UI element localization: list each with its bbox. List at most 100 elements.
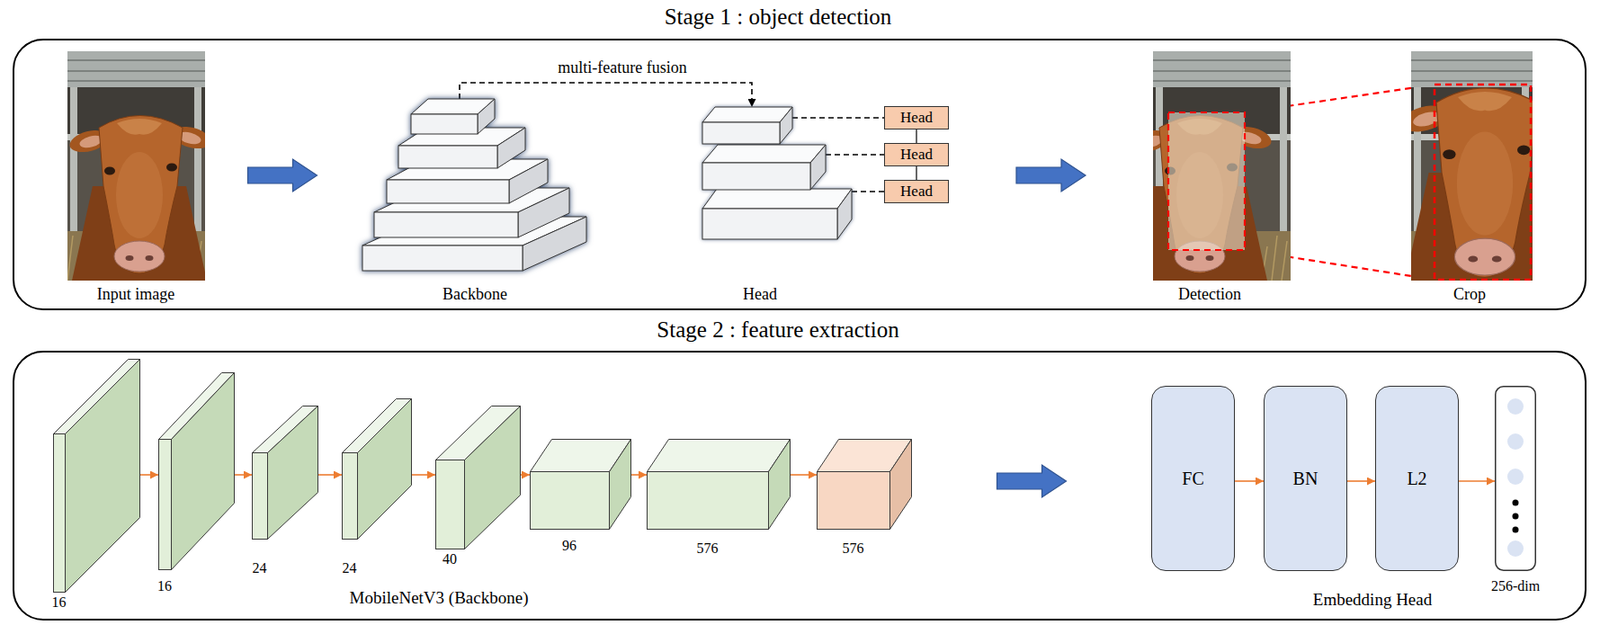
drawing-part	[159, 439, 172, 571]
part-label: MobileNetV3 (Backbone)	[349, 588, 529, 609]
backbone-drawing	[359, 94, 590, 275]
connector	[851, 190, 885, 193]
drawing-part	[609, 439, 632, 530]
drawing-part	[1186, 255, 1195, 261]
embedding-layer: L2	[1375, 385, 1459, 572]
input-image: Input image	[67, 51, 206, 308]
drawing-part	[518, 187, 570, 238]
connector	[915, 166, 917, 180]
drawing-part	[1271, 235, 1278, 281]
drawing-part	[1153, 59, 1291, 62]
head-box: Head	[884, 106, 949, 130]
caption: 576	[842, 539, 865, 557]
drawing-part	[509, 159, 548, 204]
connector	[792, 116, 885, 119]
drawing-part	[530, 439, 632, 530]
block-arrow	[1016, 159, 1086, 192]
drawing-part	[1411, 88, 1533, 281]
detect-drawing	[1153, 51, 1291, 281]
drawing-part	[1512, 500, 1520, 507]
drawing-part	[647, 439, 791, 530]
drawing-part	[436, 406, 521, 550]
box-label: Head	[900, 108, 933, 127]
drawing-part	[1153, 51, 1291, 281]
block-arrow	[997, 464, 1067, 498]
head-box: Head	[884, 143, 949, 167]
drawing-part	[67, 235, 73, 281]
feature-block: 576	[646, 438, 790, 560]
crop-drawing	[1411, 51, 1533, 281]
drawing-part	[67, 51, 206, 88]
drawing-part	[464, 406, 521, 550]
connector	[1347, 480, 1376, 483]
drawing-part	[411, 114, 478, 135]
embedding-vector: 256-dim	[1494, 385, 1537, 598]
drawing-part	[1507, 433, 1524, 450]
drawing-part	[436, 460, 465, 550]
drawing-part	[817, 472, 891, 530]
caption: Input image	[97, 285, 175, 305]
drawing-part	[268, 406, 319, 540]
connector	[915, 129, 917, 144]
embedding-layer: BN	[1263, 385, 1348, 572]
drawing-part	[114, 241, 165, 272]
drawing-part	[116, 118, 162, 135]
drawing-part	[1411, 80, 1533, 82]
drawing-part	[1281, 241, 1288, 281]
connector	[459, 82, 752, 108]
cuboid	[158, 372, 235, 571]
drawing-part	[1411, 51, 1533, 281]
cuboid	[435, 405, 521, 550]
drawing-part	[497, 127, 526, 169]
drawing-part	[1411, 59, 1533, 62]
drawing-part	[1442, 149, 1456, 160]
cuboid	[53, 358, 141, 593]
drawing-part	[702, 188, 852, 209]
drawing-part	[1153, 51, 1291, 281]
drawing-part	[817, 439, 912, 530]
connector	[790, 473, 817, 476]
feature-block: 40	[435, 405, 520, 571]
caption: 40	[442, 550, 457, 568]
caption: Backbone	[442, 285, 508, 305]
drawing-part	[67, 80, 206, 82]
feature-block: 96	[529, 438, 631, 557]
drawing-part	[702, 208, 838, 240]
detection-image: Detection	[1153, 51, 1291, 308]
drawing-part	[1467, 255, 1478, 262]
drawing-part	[1168, 112, 1245, 251]
feature-block: 16	[158, 372, 234, 598]
embedding-layer: FC	[1151, 385, 1235, 572]
drawing-part	[159, 373, 235, 571]
drawing-part	[1153, 80, 1291, 82]
box-label: FC	[1181, 467, 1204, 490]
drawing-part	[702, 107, 793, 144]
stage-title: Stage 1 : object detection	[664, 3, 893, 31]
drawing-part	[159, 373, 235, 571]
drawing-part	[1507, 540, 1524, 557]
drawing-part	[702, 107, 852, 240]
drawing-part	[357, 399, 412, 540]
block-arrow	[248, 159, 318, 192]
drawing-part	[1507, 398, 1524, 415]
stage-title: Stage 2 : feature extraction	[656, 316, 899, 344]
drawing-part	[67, 51, 206, 281]
drawing-part	[362, 98, 587, 271]
drawing-part	[1153, 70, 1291, 72]
drawing-part	[779, 107, 793, 144]
caption: 16	[157, 577, 172, 595]
cuboid	[816, 438, 912, 530]
drawing-part	[647, 472, 769, 530]
drawing-part	[1206, 255, 1215, 261]
drawing-part	[104, 167, 116, 176]
drawing-part	[1457, 91, 1512, 111]
neck-drawing	[699, 103, 855, 243]
drawing-part	[252, 406, 319, 540]
drawing-part	[53, 434, 66, 593]
caption: 96	[562, 536, 577, 555]
drawing-part	[1512, 527, 1520, 534]
drawing-part	[817, 439, 912, 530]
cuboid	[529, 438, 632, 530]
